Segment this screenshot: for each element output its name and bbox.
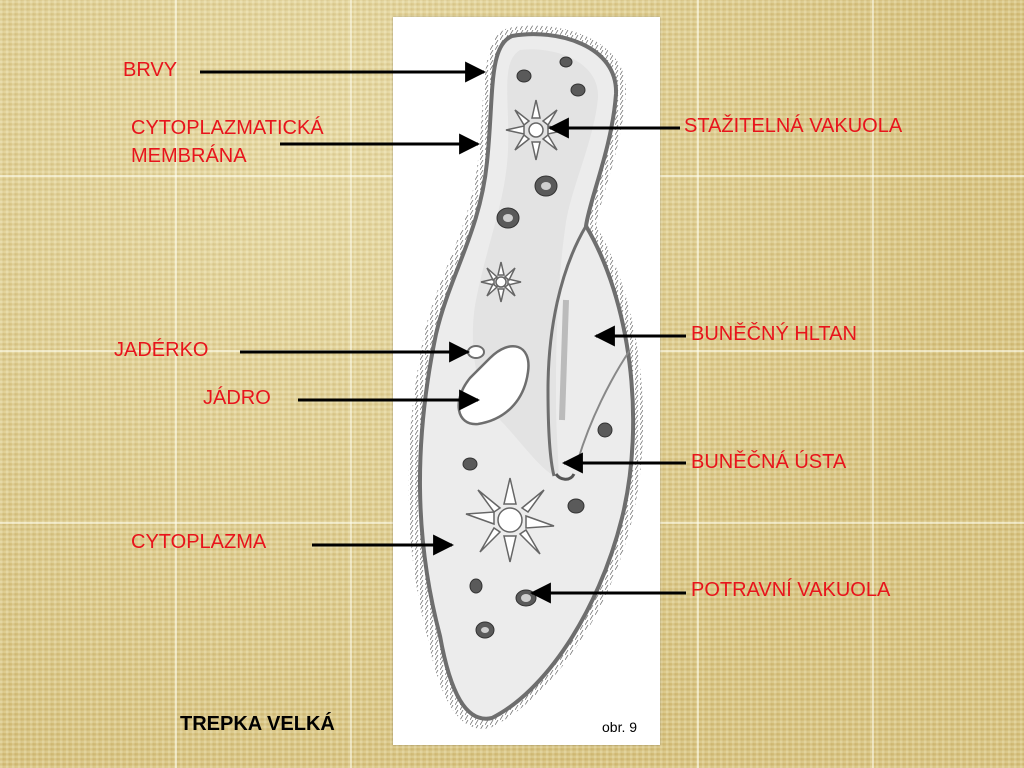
tile-seam — [175, 0, 177, 768]
tile-seam — [350, 0, 352, 768]
label-cytoplasm: CYTOPLAZMA — [131, 531, 267, 553]
label-contractile-vacuole: STAŽITELNÁ VAKUOLA — [684, 115, 903, 137]
tile-seam — [697, 0, 699, 768]
label-nucleolus: JADÉRKO — [114, 339, 209, 361]
tile-seam — [872, 0, 874, 768]
figure-number: obr. 9 — [602, 719, 638, 735]
diagram-title: TREPKA VELKÁ — [180, 713, 335, 735]
label-brvy: BRVY — [123, 59, 178, 81]
label-membrane-line2: MEMBRÁNA — [131, 145, 247, 167]
contractile-vacuole-bottom — [465, 477, 555, 563]
label-nucleus: JÁDRO — [203, 387, 271, 409]
label-membrane-line1: CYTOPLAZMATICKÁ — [131, 117, 324, 139]
label-food-vacuole: POTRAVNÍ VAKUOLA — [691, 579, 891, 601]
oral-groove — [546, 225, 588, 477]
label-gullet: BUNĚČNÝ HLTAN — [691, 323, 857, 345]
contractile-vacuole-mid — [480, 261, 522, 303]
nucleolus-shape — [467, 345, 485, 359]
food-vacuoles — [462, 56, 613, 639]
label-mouth: BUNĚČNÁ ÚSTA — [691, 451, 847, 473]
